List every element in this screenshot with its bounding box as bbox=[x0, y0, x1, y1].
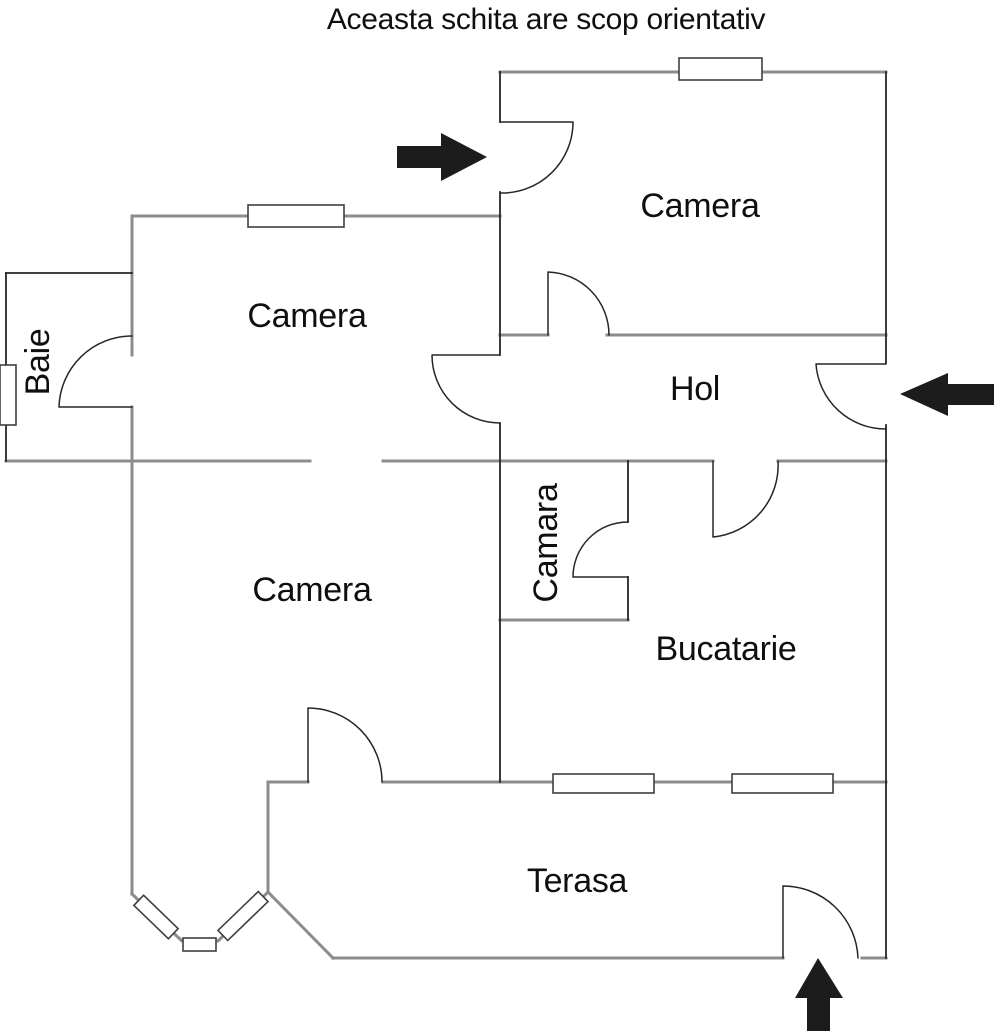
main-entrance-arrow-icon bbox=[900, 373, 994, 416]
window-camera-mid bbox=[247, 204, 345, 228]
upper-entrance-arrow-icon bbox=[397, 133, 487, 181]
door-terasa-exit bbox=[782, 885, 859, 959]
window-terasa-left bbox=[552, 773, 655, 794]
window-baie bbox=[0, 364, 17, 426]
door-baie bbox=[58, 335, 133, 408]
door-camera-terasa bbox=[307, 707, 383, 783]
window-bay-right bbox=[216, 890, 270, 942]
doors bbox=[58, 121, 887, 959]
windows bbox=[0, 57, 834, 952]
room-label-terasa: Terasa bbox=[527, 862, 628, 900]
room-label-baie: Baie bbox=[19, 329, 57, 396]
room-label-bucatarie: Bucatarie bbox=[656, 630, 797, 668]
window-terasa-right bbox=[731, 773, 834, 794]
room-label-camera-mid: Camera bbox=[247, 297, 367, 335]
door-camera-top-hol bbox=[547, 271, 610, 336]
walls-thin bbox=[5, 71, 887, 959]
window-bay-left bbox=[132, 894, 180, 940]
window-camera-top bbox=[678, 57, 763, 81]
room-label-hol: Hol bbox=[670, 370, 720, 408]
door-camera-top bbox=[499, 121, 574, 194]
wall-terasa-chamfer bbox=[265, 889, 336, 961]
room-labels: Aceasta schita are scop orientativ Camer… bbox=[19, 3, 797, 900]
room-label-camara: Camara bbox=[527, 483, 565, 603]
room-label-camera-top: Camera bbox=[640, 187, 760, 225]
door-hol-west bbox=[431, 354, 501, 424]
page-title: Aceasta schita are scop orientativ bbox=[327, 3, 766, 36]
entrance-arrows bbox=[397, 133, 994, 1031]
terrace-entrance-arrow-icon bbox=[795, 958, 843, 1031]
room-label-camera-bottom: Camera bbox=[252, 571, 372, 609]
door-camara bbox=[572, 521, 629, 578]
door-main-entrance bbox=[815, 363, 887, 430]
window-bay-center bbox=[182, 937, 217, 952]
door-bucatarie bbox=[712, 460, 779, 538]
